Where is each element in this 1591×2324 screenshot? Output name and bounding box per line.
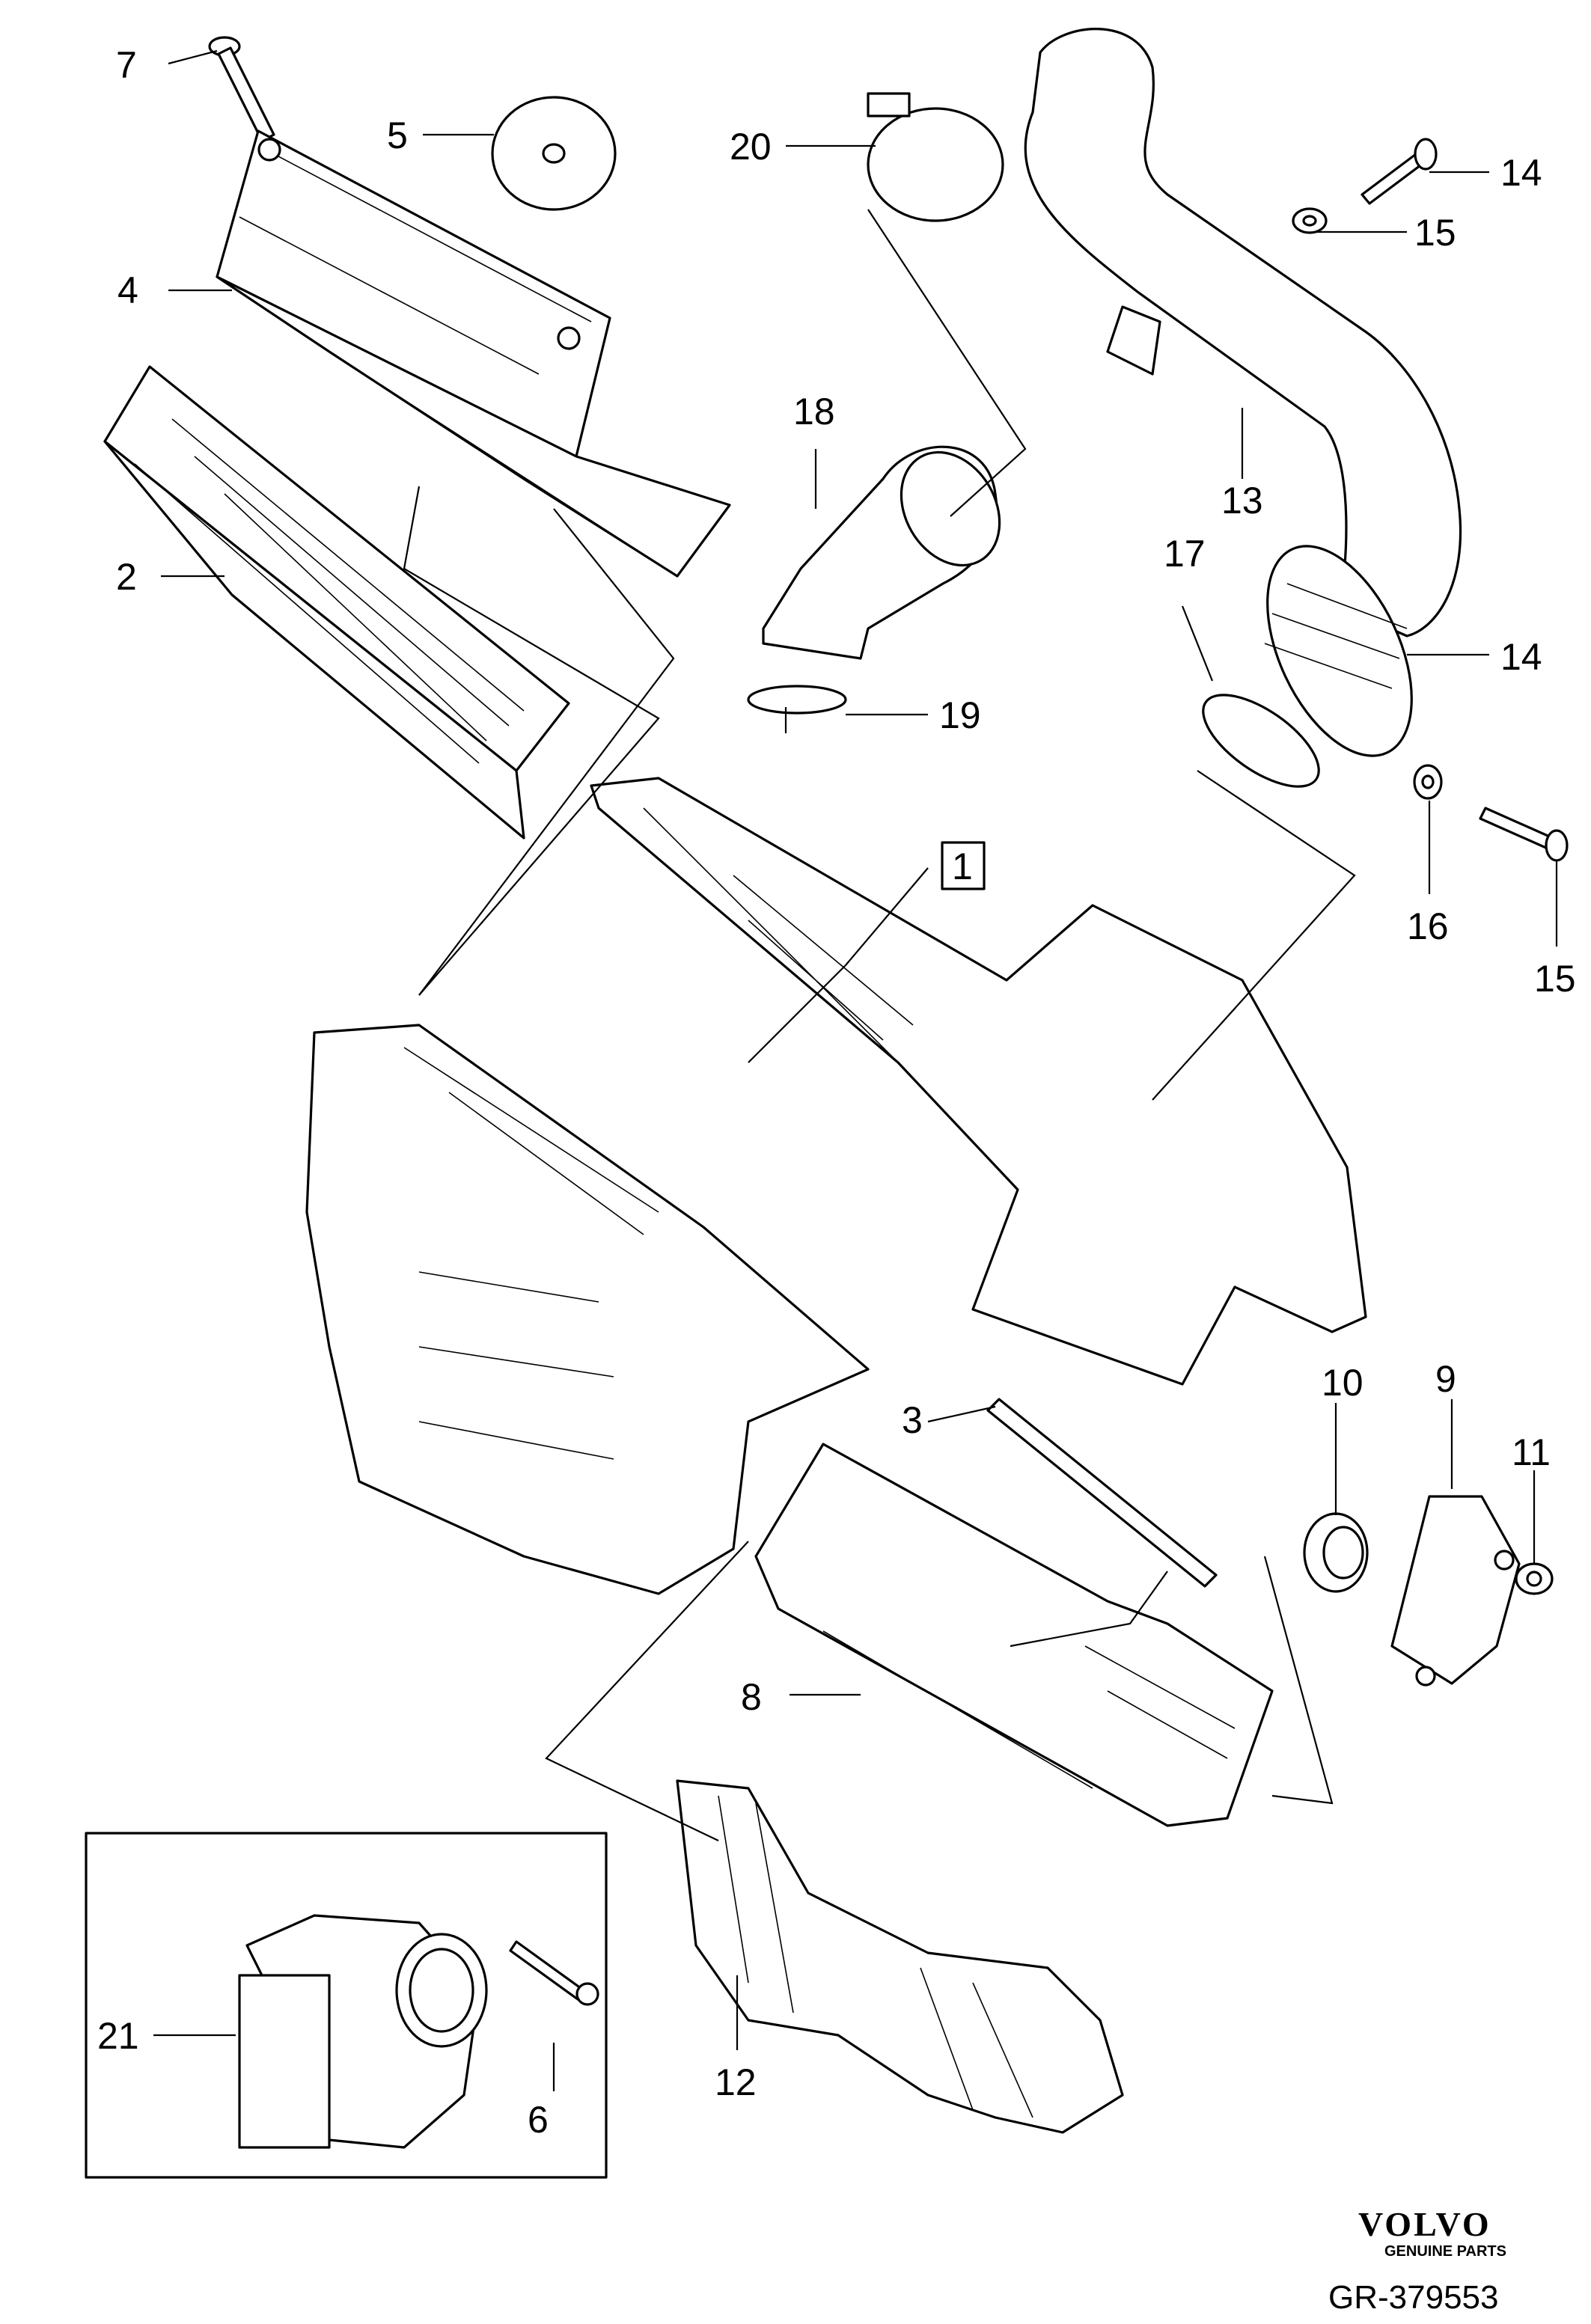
- part-14-bolt-top: [1361, 138, 1438, 205]
- callout-14-bottom: 15: [1534, 958, 1576, 1000]
- callout-6: 7: [116, 44, 137, 86]
- callout-1-box: [941, 841, 986, 890]
- part-4-housing-lid: [216, 129, 731, 578]
- callout-15-top: 15: [1414, 212, 1456, 254]
- part-16-clamp: [1202, 694, 1320, 788]
- part-15-washer-top: [1292, 207, 1328, 234]
- callout-2: 2: [116, 556, 137, 598]
- callout-8: 9: [1435, 1358, 1456, 1400]
- callout-labels: 7 5 4 2 1 3 8 10 9 11 12 13 14 14 15 15 …: [97, 44, 1576, 2141]
- callout-19: 20: [730, 126, 772, 168]
- callout-15-bottom: 16: [1407, 905, 1449, 947]
- callout-7: 8: [741, 1676, 762, 1718]
- callout-17: 18: [793, 391, 835, 432]
- part-17-bend-pipe: [762, 445, 1001, 660]
- part-18-clamp: [747, 685, 847, 715]
- diagram-code: GR-379553: [1328, 2279, 1498, 2316]
- part-9-grommet: [1303, 1512, 1369, 1593]
- part-11-intake-duct: [676, 1779, 1124, 2134]
- part-12-intake-pipe: [1024, 28, 1462, 637]
- callout-1: 1: [952, 845, 973, 887]
- volvo-branding: VOLVO GENUINE PARTS GR-379553: [1328, 2205, 1506, 2316]
- callout-11: 12: [715, 2061, 757, 2103]
- callout-12: 13: [1221, 480, 1263, 522]
- part-7-lower-housing: [754, 1443, 1274, 1827]
- callout-3: 3: [902, 1399, 923, 1441]
- brand-name: VOLVO: [1358, 2205, 1491, 2243]
- part-15-washer-bottom: [1413, 764, 1443, 800]
- part-2-air-filter: [103, 365, 570, 840]
- part-14-bolt-bottom: [1479, 807, 1569, 862]
- part-19-clamp: [867, 92, 1004, 222]
- callout-16: 17: [1164, 533, 1206, 575]
- callout-4: 4: [117, 269, 138, 311]
- part-13-coupling: [1264, 545, 1413, 757]
- callout-20: 21: [97, 2015, 139, 2057]
- callout-21: 6: [528, 2099, 549, 2141]
- callout-18: 19: [939, 694, 981, 736]
- callout-13: 14: [1500, 636, 1542, 678]
- part-5-washer: [491, 96, 617, 211]
- part-10-nut: [1515, 1562, 1554, 1595]
- throttle-body-inset: [85, 1832, 608, 2179]
- part-8-bracket: [1390, 1495, 1521, 1687]
- part-6-screw: [208, 36, 275, 142]
- part-1-air-cleaner-housing: [305, 777, 1367, 1595]
- leader-lines: [153, 49, 1558, 2091]
- callout-14-top: 14: [1500, 152, 1542, 194]
- callout-5: 5: [387, 114, 408, 156]
- brand-tagline: GENUINE PARTS: [1384, 2243, 1506, 2260]
- callout-10: 11: [1512, 1431, 1551, 1473]
- callout-9: 10: [1322, 1362, 1364, 1404]
